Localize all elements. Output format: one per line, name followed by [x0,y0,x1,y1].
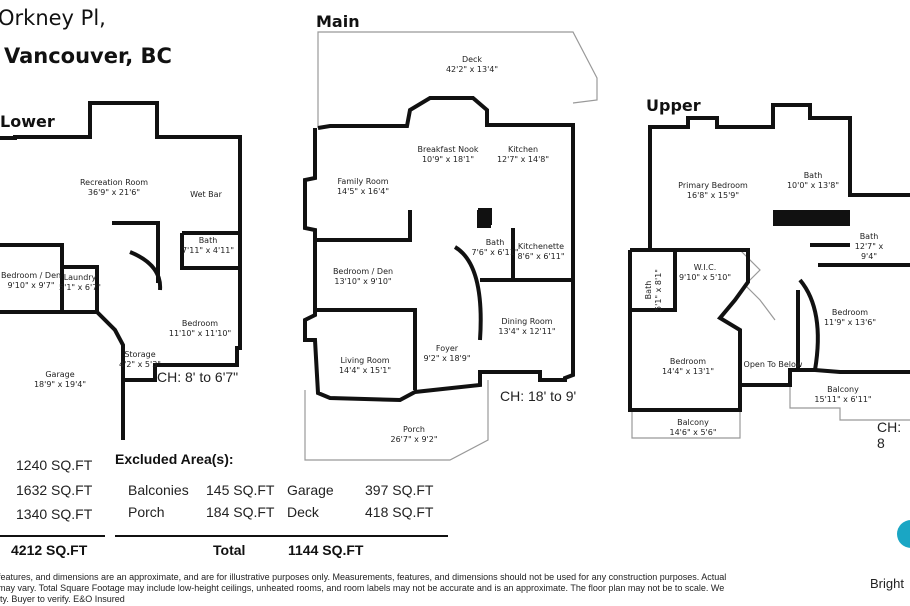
brand-logo-icon [897,520,910,548]
room-wet-bar: Wet Bar [190,190,222,199]
floor-area-main: 1632 SQ.FT [16,482,93,498]
ceiling-height-lower: CH: 8' to 6'7" [157,369,239,385]
room-open-to-below: Open To Below [743,360,803,369]
room-walk-in-closet: W.I.C.9'10" x 5'10" [678,263,732,282]
porch-outline [304,380,489,461]
excluded-total: 1144 SQ.FT [288,542,364,558]
ceiling-height-main: CH: 18' to 9' [500,388,577,404]
upper-bath-counter [773,210,850,226]
upper-stair-curve [798,278,820,371]
disclaimer-line: features, and dimensions are an approxim… [0,572,727,582]
upper-walls [648,103,910,250]
lower-interior [180,231,242,270]
excluded-name: Porch [128,504,165,520]
lower-walls [0,101,242,382]
divider [0,535,105,537]
excluded-name: Deck [287,504,319,520]
excluded-name: Balconies [128,482,189,498]
excluded-area: 184 SQ.FT [206,504,275,520]
ceiling-height-upper: CH: 8 [877,419,902,451]
upper-walls [628,250,910,412]
main-interior [315,308,417,390]
main-column [477,210,491,228]
excluded-name: Garage [287,482,334,498]
floor-area-upper: 1340 SQ.FT [16,506,93,522]
address-street: Orkney Pl, [0,6,106,30]
total-area: 4212 SQ.FT [11,542,88,558]
deck-outline [317,31,598,128]
disclaimer-line: may vary. Total Square Footage may inclu… [0,583,725,593]
floor-label-main: Main [316,12,360,31]
address-city: Vancouver, BC [4,44,172,68]
balcony-outline [631,410,741,439]
lower-interior [112,221,160,283]
floor-label-lower: Lower [0,112,55,131]
floor-area-lower: 1240 SQ.FT [16,457,93,473]
excluded-title: Excluded Area(s): [115,451,234,467]
disclaimer-line: ity. Buyer to verify. E&O Insured [0,594,125,604]
upper-interior [630,248,750,385]
excluded-area: 145 SQ.FT [206,482,275,498]
divider [115,535,448,537]
excluded-total-label: Total [213,542,246,558]
upper-interior [630,250,677,312]
balcony-outline [789,380,910,421]
main-stair-curve [453,245,483,341]
brand-name: Bright [870,576,904,591]
lower-interior [0,243,64,312]
lower-stair-curve [129,250,163,291]
excluded-area: 397 SQ.FT [365,482,434,498]
lower-interior [63,265,99,312]
main-interior [315,210,412,242]
excluded-area: 418 SQ.FT [365,504,434,520]
floor-label-upper: Upper [646,96,701,115]
main-walls [303,96,575,403]
